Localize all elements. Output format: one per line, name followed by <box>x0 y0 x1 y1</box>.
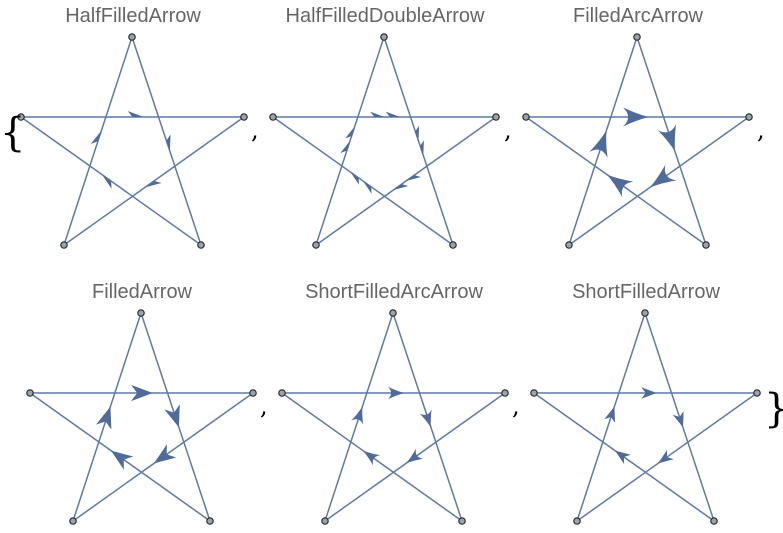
star-graph-2 <box>269 33 500 249</box>
arrowhead-icon <box>658 449 674 464</box>
arrowhead-icon <box>127 111 144 117</box>
arrowhead-icon <box>672 411 684 428</box>
arrowhead-icon <box>131 384 153 402</box>
star-vertex <box>249 389 257 397</box>
close-brace: } <box>764 386 783 432</box>
star-vertex <box>458 517 466 525</box>
arrowhead-icon <box>393 184 409 190</box>
star-vertex <box>492 113 500 121</box>
arrowhead-icon <box>370 111 385 117</box>
star-vertex <box>702 241 710 249</box>
comma-2: , <box>504 116 512 144</box>
arrowhead-icon <box>420 140 424 156</box>
panel-title-5: ShortFilledArcArrow <box>305 281 483 303</box>
arrowhead-icon <box>166 134 171 152</box>
panel-title-2: HalfFilledDoubleArrow <box>286 5 486 27</box>
star-edge <box>20 116 202 246</box>
star-vertex <box>321 517 329 525</box>
arrowhead-icon <box>145 180 162 188</box>
star-vertex <box>26 389 34 397</box>
star-vertex <box>128 33 136 41</box>
star-vertex <box>501 389 509 397</box>
star-edge <box>315 36 385 246</box>
star-vertex <box>522 113 530 121</box>
arrowhead-icon <box>351 406 364 425</box>
panel-title-3: FilledArcArrow <box>573 5 704 27</box>
arrowhead-icon <box>615 450 631 465</box>
star-edge <box>576 392 758 522</box>
star-vertex <box>641 309 649 317</box>
star-vertex <box>530 389 538 397</box>
panel-title-4: FilledArrow <box>92 281 193 303</box>
star-vertex <box>206 517 214 525</box>
star-vertex <box>565 241 573 249</box>
star-vertex <box>197 241 205 249</box>
arrowhead-icon <box>589 130 608 158</box>
comma-5: , <box>512 392 520 420</box>
star-vertex <box>710 517 718 525</box>
comma-3: , <box>757 116 765 144</box>
arrowhead-icon <box>604 406 616 423</box>
star-edge <box>533 392 715 522</box>
star-vertex <box>573 517 581 525</box>
panel-title-6: ShortFilledArrow <box>572 281 720 303</box>
arrowhead-icon <box>406 448 424 464</box>
star-graph-1 <box>17 33 248 249</box>
star-graph-6 <box>530 309 761 525</box>
arrowhead-icon <box>657 124 677 152</box>
comma-4: , <box>260 392 268 420</box>
star-vertex <box>633 33 641 41</box>
star-vertex <box>278 389 286 397</box>
arrowhead-icon <box>111 450 134 470</box>
star-vertex <box>60 241 68 249</box>
star-vertex <box>753 389 761 397</box>
arrowhead-icon <box>419 409 432 428</box>
star-vertex <box>449 241 457 249</box>
star-vertex <box>745 113 753 121</box>
star-vertex <box>380 33 388 41</box>
star-vertex <box>389 309 397 317</box>
star-vertex <box>240 113 248 121</box>
arrowhead-icon <box>623 107 649 127</box>
arrowhead-icon <box>650 164 677 188</box>
open-brace: { <box>0 110 25 156</box>
arrowhead-icon <box>406 175 421 181</box>
arrowhead-icon <box>387 386 405 400</box>
arrowhead-icon <box>164 404 180 428</box>
arrowhead-icon <box>607 174 634 198</box>
star-vertex <box>17 113 25 121</box>
star-vertex <box>269 113 277 121</box>
arrowhead-icon <box>385 111 401 117</box>
star-graph-5 <box>278 309 509 525</box>
star-vertex <box>137 309 145 317</box>
star-vertex <box>312 241 320 249</box>
arrowhead-icon <box>95 406 112 430</box>
comma-1: , <box>251 116 259 144</box>
arrowhead-icon <box>415 125 420 141</box>
star-graph-3 <box>522 33 753 249</box>
arrowhead-icon <box>363 450 381 466</box>
panel-title-1: HalfFilledArrow <box>65 5 201 27</box>
star-vertex <box>69 517 77 525</box>
star-graph-4 <box>26 309 257 525</box>
arrowhead-icon <box>154 444 177 464</box>
arrowhead-icon <box>641 387 657 399</box>
